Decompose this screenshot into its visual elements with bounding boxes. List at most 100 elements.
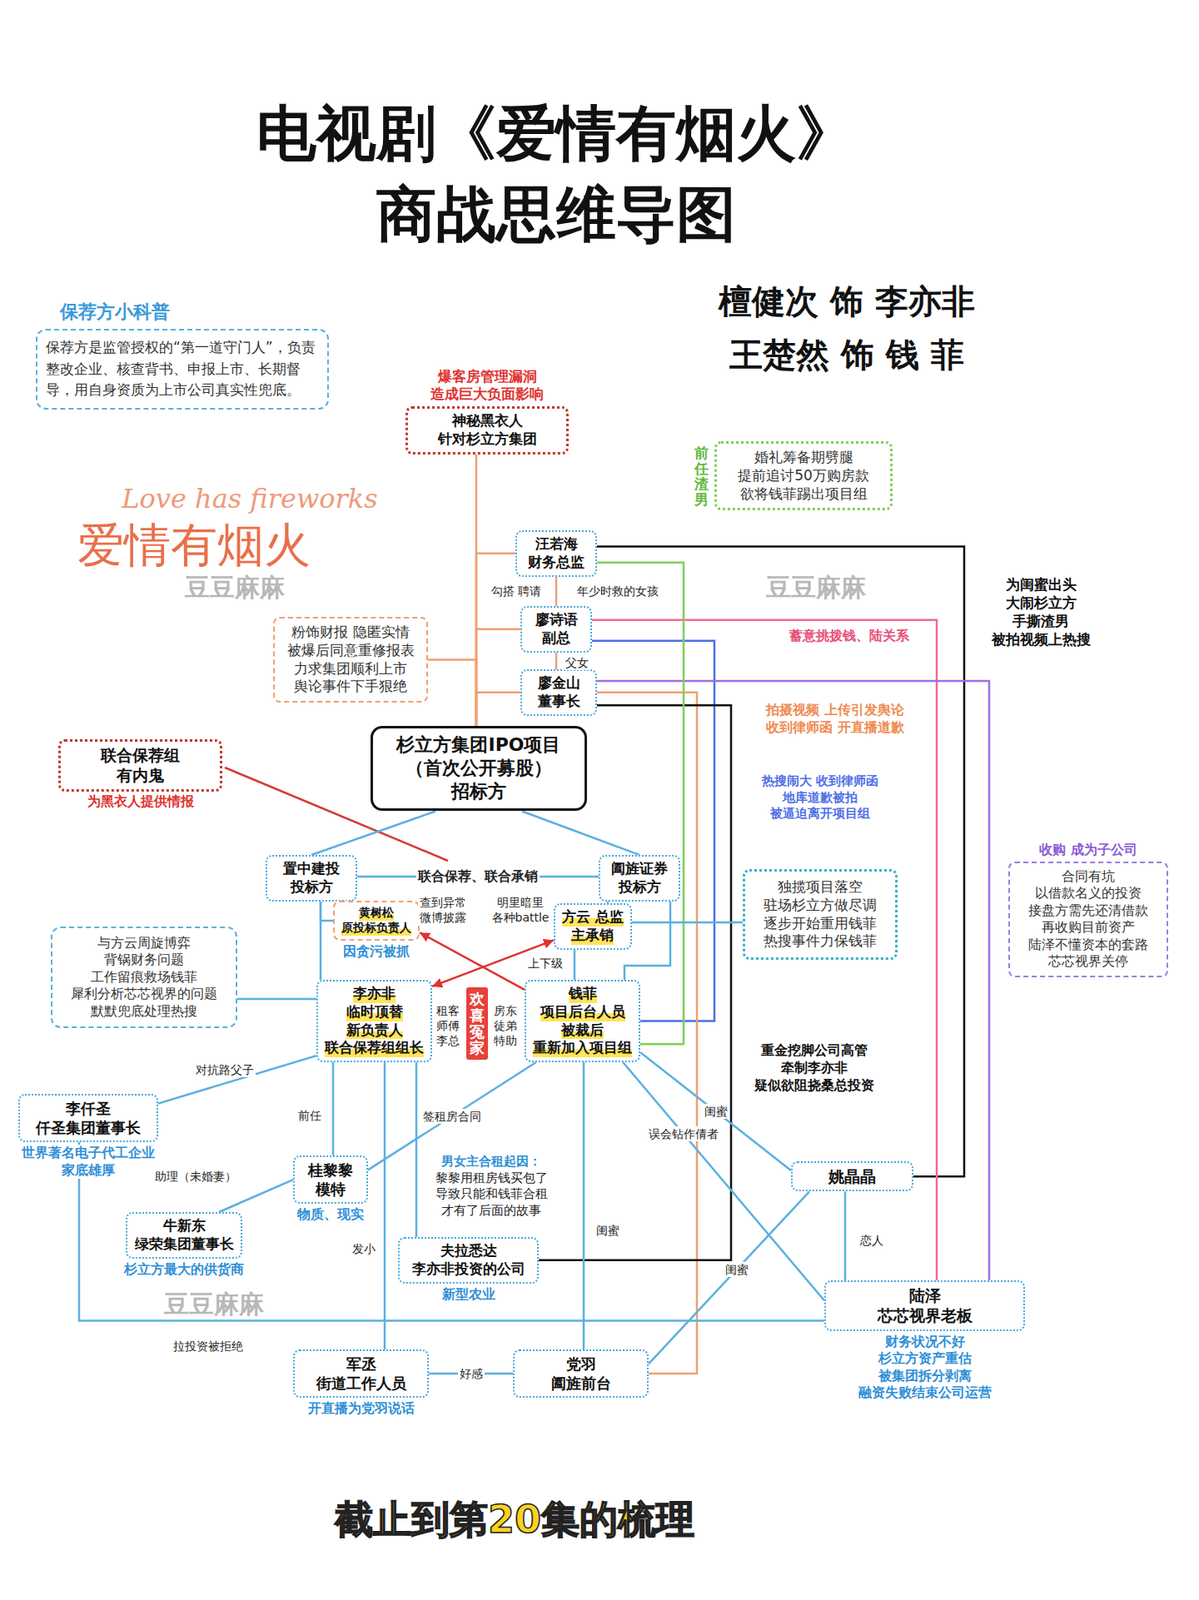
text-line: 牵制李亦非: [754, 1059, 875, 1078]
relation-line: [368, 1062, 537, 1170]
person-box: 廖诗语 副总: [520, 606, 593, 653]
text-line: 投标方: [273, 878, 349, 897]
note-box: 收购 成为子公司合同有坑 以借款名义的投资 接盘方需先还清借款 再收购目前资产 …: [1008, 861, 1169, 978]
relation-line: [476, 629, 521, 727]
text-line: 王楚然 饰 钱 菲: [729, 333, 965, 377]
text-line: 李亦非: [353, 985, 396, 1004]
caption: 截止到第20集的梳理: [334, 1494, 695, 1547]
relation-line: [640, 1052, 792, 1171]
node-text: 粉饰财报 隐匿实情 被爆后同意重修报表 力求集团顺利上市 舆论事件下手狠绝: [283, 623, 418, 697]
text-line: 党羽: [521, 1354, 641, 1374]
person-box: 钱菲 项目后台人员 被裁后 重新加入项目组: [524, 980, 641, 1063]
node-caption: 世界著名电子代工企业 家底雄厚: [19, 1144, 158, 1180]
note-box: 前任渣男婚礼筹备期劈腿 提前追讨50万购房款 欲将钱菲踢出项目组: [714, 441, 893, 511]
node-text: 方云 总监 主承销: [562, 908, 624, 946]
text-line: 爱情有烟火: [77, 515, 311, 577]
node-text: 婚礼筹备期劈腿 提前追讨50万购房款 欲将钱菲踢出项目组: [725, 448, 882, 503]
node-text: 桂黎黎 模特: [301, 1160, 360, 1199]
text-line: 收到律师函 开直播道歉: [766, 719, 905, 737]
relation-line: [582, 1062, 586, 1350]
edge-label: 上下级: [526, 955, 565, 971]
text-line: 明里暗里: [492, 895, 550, 911]
relation-line: [648, 1191, 810, 1364]
person-box: 牛新东 绿荣集团董事长杉立方最大的供货商: [125, 1212, 243, 1259]
text-line: 闺蜜: [596, 1223, 620, 1239]
person-box: 李亦非 临时顶替 新负责人 联合保荐组组长: [316, 980, 433, 1063]
text-line: 电视剧《爱情有烟火》: [256, 93, 856, 175]
text-line: 手撕渣男: [991, 611, 1091, 631]
node-text: 廖金山 董事长: [528, 674, 589, 712]
text-line: 被裁后: [561, 1021, 604, 1040]
text-line: 招标方: [383, 780, 575, 804]
text-line: 发小: [352, 1241, 376, 1257]
node-text: 置中建投 投标方: [273, 860, 349, 897]
text-line: 豆豆麻麻: [184, 571, 285, 604]
text-line: 徒弟: [493, 1018, 518, 1034]
relation-line: [476, 553, 516, 727]
node-caption: 新型农业: [439, 1286, 498, 1304]
text-line: 工作留痕救场钱菲: [60, 969, 228, 986]
text-line: 新负责人: [346, 1021, 403, 1040]
edge-label: 对抗路父子: [194, 1062, 256, 1078]
edge-label: 明里暗里 各种battle: [490, 895, 552, 926]
edge-label: 勾搭 聘请: [489, 583, 543, 599]
text-line: 默默兜底处理热搜: [60, 1003, 228, 1020]
node-text: 牛新东 绿荣集团董事长: [134, 1217, 234, 1254]
text-line: 各种battle: [492, 910, 550, 926]
text-line: 投标方: [606, 878, 672, 897]
edge-label: 联合保荐、联合承销: [416, 868, 540, 886]
text-line: 陆泽: [832, 1285, 1017, 1306]
text-line: 杉立方集团IPO项目: [383, 733, 575, 757]
edge-label: 助理（未婚妻）: [153, 1169, 239, 1185]
relation-line: [319, 901, 323, 981]
text-line: 欲将钱菲踢出项目组: [725, 485, 882, 504]
node-text: 钱菲 项目后台人员 被裁后 重新加入项目组: [532, 985, 632, 1058]
text-line: 舆论事件下手狠绝: [283, 677, 418, 697]
text-line: 黄树松: [358, 905, 394, 921]
text-line: 拉投资被拒绝: [173, 1338, 244, 1354]
node-text: 神秘黑衣人 针对杉立方集团: [414, 412, 560, 449]
text-line: 背锅财务问题: [60, 951, 228, 969]
edge-note: 年少时救的女孩: [574, 583, 662, 599]
edge-label: 闺蜜: [723, 1261, 751, 1277]
text-line: 置中建投: [273, 860, 349, 879]
node-caption: 保荐方小科普: [57, 300, 173, 324]
text-line: 绿荣集团董事长: [134, 1235, 234, 1254]
text-line: 杉立方最大的供货商: [124, 1261, 244, 1279]
relation-line: [428, 1373, 513, 1376]
node-caption: 因贪污被抓: [340, 943, 413, 961]
text-line: 拍摄视频 上传引发舆论: [766, 701, 905, 720]
text-line: 前任: [298, 1108, 322, 1124]
relation-line: [320, 901, 334, 921]
watermark: 豆豆麻麻: [766, 571, 866, 604]
text-line: 被集团拆分剥离: [858, 1368, 992, 1385]
text-line: 为闺蜜出头: [991, 575, 1091, 594]
person-box: 桂黎黎 模特物质、现实: [293, 1155, 369, 1204]
node-text: 党羽 阖旌前台: [521, 1354, 641, 1394]
text-line: 阖旌前台: [521, 1373, 641, 1394]
text-line: 街道工作人员: [301, 1373, 421, 1394]
text-line: 重新加入项目组: [532, 1039, 632, 1058]
relation-line: [597, 562, 684, 1045]
relation-line: [158, 1055, 317, 1105]
edge-label: 误会钻作倩者: [646, 1126, 721, 1142]
text-line: 男女主合租起因：: [435, 1154, 548, 1171]
person-box: 方云 总监 主承销: [553, 903, 632, 951]
text-line: 联合保荐、联合承销: [417, 868, 538, 886]
text-line: 廖金山: [528, 674, 589, 693]
edge-label: 前任: [296, 1108, 324, 1124]
relation-line: [311, 810, 436, 856]
edge-label: 发小: [350, 1241, 378, 1257]
edge-label: 签租房合同: [421, 1109, 483, 1125]
text-line: 父女: [565, 655, 589, 671]
role-label: 租客 师傅 李总: [436, 1003, 460, 1050]
text-line: 主承销: [571, 926, 614, 946]
text-line: 原投标负责人: [341, 920, 412, 936]
text-line: 恋人: [860, 1233, 884, 1249]
text-line: 合同有坑: [1018, 868, 1159, 886]
note-box: 与方云周旋博弈 背锅财务问题 工作留痕救场钱菲 犀利分析芯芯视界的问题 默默兜底…: [50, 926, 238, 1029]
edge-label: 蓄意挑拨钱、陆关系: [787, 627, 911, 646]
edge-group: [79, 454, 990, 1375]
text-line: 热搜事件力保钱菲: [753, 932, 887, 951]
relation-line: [415, 1062, 418, 1238]
